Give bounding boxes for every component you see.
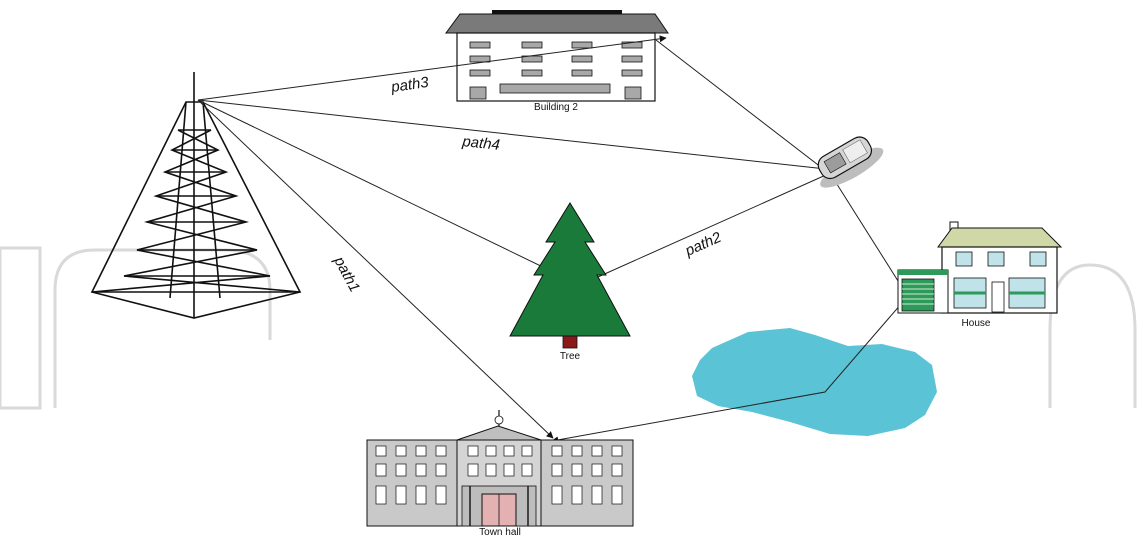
- town-hall-icon: [366, 410, 634, 527]
- town-hall-label: Town hall: [479, 527, 521, 536]
- lake-icon: [692, 328, 937, 436]
- building-label: Building 2: [534, 102, 578, 113]
- phone-house-link: [827, 169, 906, 293]
- townhall-house-reflection: [551, 295, 909, 444]
- path4-label: path4: [461, 133, 501, 154]
- path3-label: path3: [389, 74, 430, 96]
- path1-label: path1: [330, 253, 363, 295]
- path2-scatter: [579, 169, 838, 286]
- house-icon: [897, 221, 1063, 314]
- transmitter-tower-icon: [90, 72, 302, 319]
- house-label: House: [962, 318, 991, 329]
- mobile-phone-icon: [817, 136, 884, 188]
- path4-ray: [197, 99, 836, 173]
- tree-icon: [509, 202, 631, 349]
- path3-reflection: [655, 39, 836, 179]
- path1-ray: [197, 99, 554, 439]
- propagation-rays: [197, 35, 909, 444]
- path2-label: path2: [682, 229, 725, 260]
- path2-ray: [197, 99, 581, 286]
- building-icon: [445, 10, 669, 102]
- tree-label: Tree: [560, 351, 581, 362]
- path3-ray: [197, 35, 667, 101]
